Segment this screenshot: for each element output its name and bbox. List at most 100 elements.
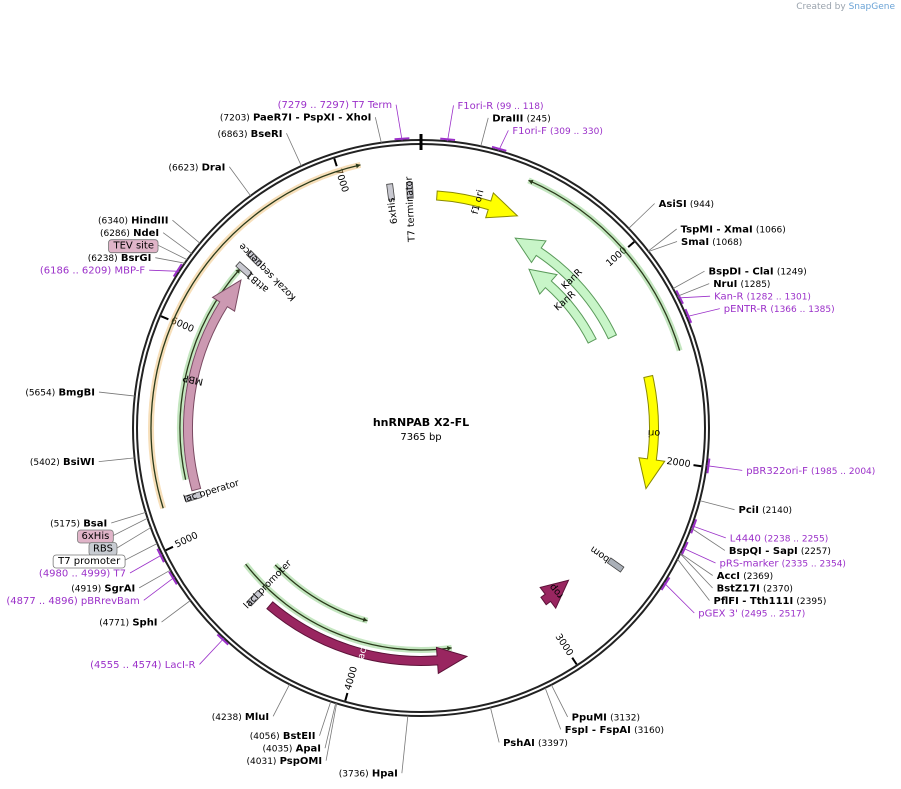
site-4877-4896-pbrrevbam: (4877 .. 4896) pBRrevBam bbox=[6, 596, 139, 607]
leader-line bbox=[679, 553, 713, 589]
feature-box bbox=[108, 239, 159, 254]
leader-line bbox=[98, 391, 135, 397]
site-text: (309 .. 330) bbox=[550, 127, 603, 137]
small-feature-kozak-sequence bbox=[245, 249, 263, 267]
site-text: FspI - FspAI bbox=[565, 725, 631, 736]
site-text: (6286) bbox=[100, 229, 130, 239]
leader-line bbox=[691, 525, 726, 539]
leader-line bbox=[374, 117, 382, 143]
site-text: F1ori-F bbox=[512, 126, 547, 137]
site-bstz17i: BstZ17I (2370) bbox=[717, 583, 793, 594]
leader-line bbox=[98, 457, 135, 462]
primer-mark bbox=[156, 548, 165, 563]
site-text: (6340) bbox=[98, 217, 128, 227]
site-text: BstEII bbox=[283, 731, 316, 742]
site-text: L4440 bbox=[730, 533, 761, 544]
leader-line bbox=[550, 684, 568, 718]
leader-line bbox=[116, 527, 151, 549]
leader-line bbox=[325, 703, 338, 761]
leader-line bbox=[690, 527, 726, 551]
tick-mark bbox=[627, 241, 635, 248]
site-text: AccI bbox=[717, 571, 740, 582]
site-text: (4056) bbox=[250, 732, 280, 742]
site-pgex-3: pGEX 3' (2495 .. 2517) bbox=[698, 608, 805, 619]
primer-mark bbox=[675, 290, 684, 305]
primer-mark bbox=[660, 576, 671, 591]
site-text: AsiSI bbox=[659, 199, 687, 210]
orf-top-left-arrowhead bbox=[355, 163, 361, 169]
leader-line bbox=[138, 569, 171, 589]
site-text: BspDI - ClaI bbox=[709, 267, 774, 278]
orf-laci-outer-arrowhead bbox=[447, 646, 452, 651]
leader-line bbox=[672, 270, 705, 289]
site-text: (3736) bbox=[339, 770, 369, 780]
site-text: PciI bbox=[739, 505, 759, 516]
leader-line bbox=[663, 582, 695, 614]
tick-label: 5000 bbox=[173, 530, 200, 550]
leader-line bbox=[319, 701, 332, 736]
orf-laci-outer bbox=[245, 563, 452, 651]
site-text: (1366 .. 1385) bbox=[770, 305, 834, 315]
plasmid-size: 7365 bp bbox=[400, 432, 441, 443]
site-text: BsaI bbox=[83, 518, 107, 529]
site-pflfi-tth111i: PflFI - Tth111I (2395) bbox=[714, 596, 827, 607]
primer-mark bbox=[680, 541, 689, 556]
small-feature-bom bbox=[606, 557, 625, 573]
tick-label: 3000 bbox=[553, 632, 575, 658]
site-pbr322ori-f: pBR322ori-F (1985 .. 2004) bbox=[746, 466, 875, 477]
site-text: (1985 .. 2004) bbox=[811, 467, 875, 477]
site-draiii: DraIII (245) bbox=[492, 113, 551, 124]
site-bsrgi: (6238) BsrGI bbox=[88, 253, 152, 264]
site-text: (3132) bbox=[610, 713, 640, 723]
small-feature-attb1 bbox=[235, 261, 253, 278]
site-sphi: (4771) SphI bbox=[99, 618, 157, 629]
site-pspomi: (4031) PspOMI bbox=[247, 756, 323, 767]
site-fspi-fspai: FspI - FspAI (3160) bbox=[565, 725, 664, 736]
site-text: (5175) bbox=[50, 519, 80, 529]
leader-line bbox=[628, 203, 655, 229]
site-4555-4574-laci-r: (4555 .. 4574) LacI-R bbox=[90, 660, 195, 671]
primer-mark bbox=[168, 571, 178, 585]
site-paer7i-pspxi-xhoi: (7203) PaeR7I - PspXI - XhoI bbox=[220, 113, 371, 124]
site-f1ori-r: F1ori-R (99 .. 118) bbox=[457, 101, 543, 112]
orf-laci-inner-arrowhead bbox=[362, 617, 368, 622]
site-text: (1285) bbox=[741, 280, 771, 290]
site-text: TspMI - XmaI bbox=[681, 224, 753, 235]
leader-line bbox=[324, 702, 337, 749]
site-drai: (6623) DraI bbox=[169, 162, 226, 173]
site-text: (2495 .. 2517) bbox=[741, 609, 805, 619]
site-apai: (4035) ApaI bbox=[263, 744, 322, 755]
small-feature-label-t7-terminator: T7 terminator bbox=[404, 176, 418, 243]
leader-line bbox=[682, 547, 716, 564]
site-bsai: (5175) BsaI bbox=[50, 518, 107, 529]
site-6186-6209-mbp-f: (6186 .. 6209) MBP-F bbox=[40, 266, 146, 277]
primer-mark bbox=[394, 137, 410, 141]
site-text: (4877 .. 4896) pBRrevBam bbox=[6, 596, 139, 607]
primer-mark bbox=[690, 519, 698, 534]
site-text: HpaI bbox=[372, 769, 398, 780]
leader-line bbox=[157, 244, 188, 261]
site-smai: SmaI (1068) bbox=[681, 237, 742, 248]
site-bspqi-sapi: BspQI - SapI (2257) bbox=[729, 546, 831, 557]
site-text: (1282 .. 1301) bbox=[747, 293, 811, 303]
site-text: (1066) bbox=[756, 225, 786, 235]
leader-line bbox=[544, 687, 562, 730]
site-text: NdeI bbox=[133, 228, 159, 239]
backbone bbox=[132, 134, 710, 717]
orf-mbp-arrowhead bbox=[235, 268, 241, 274]
site-hindiii: (6340) HindIII bbox=[98, 216, 168, 227]
leader-line bbox=[111, 512, 146, 524]
small-feature-laci-promoter bbox=[246, 589, 263, 607]
site-ppumi: PpuMI (3132) bbox=[572, 712, 640, 723]
site-text: ApaI bbox=[296, 744, 321, 755]
site-acci: AccI (2369) bbox=[717, 571, 773, 582]
small-feature-6xhis bbox=[386, 183, 396, 201]
tick-label: 2000 bbox=[666, 456, 691, 470]
tick-mark bbox=[344, 692, 349, 701]
tick-mark bbox=[571, 657, 578, 665]
site-text: (944) bbox=[690, 200, 714, 210]
snapgene-credit: Created by SnapGene bbox=[796, 2, 895, 12]
feature-box bbox=[52, 554, 126, 569]
